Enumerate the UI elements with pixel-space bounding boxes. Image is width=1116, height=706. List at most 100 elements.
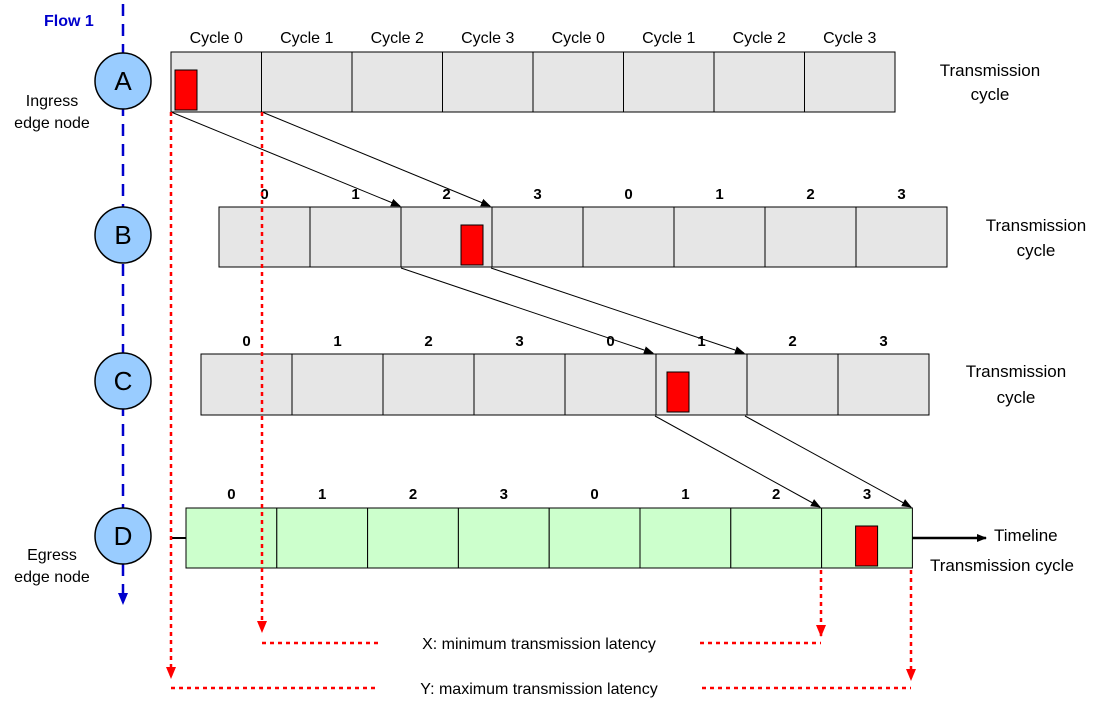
cycle-cell: [532, 51, 624, 113]
cycle-label: Cycle 3: [823, 30, 876, 47]
cycle-label: 3: [515, 333, 523, 350]
latency-min-label: X: minimum transmission latency: [422, 636, 656, 653]
row-a: Cycle 0 Cycle 1 Cycle 2 Cycle 3 Cycle 0 Cycle…: [170, 30, 1040, 113]
cycle-cell: [804, 51, 896, 113]
cycle-label: 3: [533, 186, 541, 203]
row-right-label: Transmission: [986, 216, 1086, 235]
cycle-label: 2: [788, 333, 796, 350]
cycle-cell: [473, 353, 566, 416]
cycle-label: 1: [681, 486, 689, 503]
cycle-cell: [457, 507, 550, 569]
cycle-label: 0: [606, 333, 614, 350]
node-a: A: [94, 52, 152, 110]
cycle-cell: [200, 353, 293, 416]
row-right-label: cycle: [971, 85, 1010, 104]
arrow-c-to-d-start: [654, 415, 821, 508]
cycle-label: Cycle 1: [280, 30, 333, 47]
latency-max-label: Y: maximum transmission latency: [420, 681, 657, 698]
cycle-label: Cycle 2: [371, 30, 424, 47]
node-letter: C: [114, 366, 133, 396]
cycle-cell: [291, 353, 384, 416]
cycle-label: Cycle 1: [642, 30, 695, 47]
packet: [855, 525, 879, 567]
latency-min-path: [257, 112, 826, 645]
cycle-label: 2: [424, 333, 432, 350]
cycle-label: 1: [318, 486, 326, 503]
egress-label-line1: Egress: [27, 547, 77, 564]
cycle-label: 3: [863, 486, 871, 503]
cycle-label: Cycle 3: [461, 30, 514, 47]
cycle-cell: [491, 206, 584, 268]
cycle-label: 0: [260, 186, 268, 203]
packet: [666, 371, 690, 413]
cycle-label: Cycle 0: [552, 30, 605, 47]
row-right-label: Transmission: [966, 362, 1066, 381]
row-right-label: Timeline: [994, 526, 1058, 545]
cycle-cell: [548, 507, 641, 569]
cycle-cell: [623, 51, 715, 113]
forwarding-arrows: [170, 111, 912, 508]
cycle-label: 0: [590, 486, 598, 503]
arrow-b-to-c-start: [400, 267, 654, 354]
cycle-label: 2: [409, 486, 417, 503]
node-circle: [94, 206, 152, 264]
cycle-cell: [309, 206, 402, 268]
cycle-label: 1: [333, 333, 341, 350]
cycle-cell: [730, 507, 823, 569]
cycle-cell: [382, 353, 475, 416]
cycle-label: Cycle 0: [190, 30, 243, 47]
packet: [174, 69, 198, 111]
cycle-label: 0: [242, 333, 250, 350]
cycle-label: 2: [806, 186, 814, 203]
cycle-cell: [564, 353, 657, 416]
ingress-label-line1: Ingress: [26, 93, 78, 110]
node-d: D: [94, 507, 152, 565]
cycle-cell: [351, 51, 443, 113]
cycle-label: 0: [227, 486, 235, 503]
latency-max-path: [166, 112, 916, 690]
cycle-cell: [837, 353, 930, 416]
cycle-cell: [367, 507, 459, 569]
egress-label-line2: edge node: [14, 569, 90, 586]
cycle-label: Cycle 2: [733, 30, 786, 47]
cycle-cell: [764, 206, 857, 268]
row-right-label: cycle: [1017, 241, 1056, 260]
cycle-cell: [673, 206, 766, 268]
cycle-label: 2: [772, 486, 780, 503]
cycle-label: 1: [351, 186, 359, 203]
cycle-cell: [261, 51, 353, 113]
row-right-label: Transmission cycle: [930, 556, 1074, 575]
row-right-label: Transmission: [940, 61, 1040, 80]
node-letter: A: [114, 66, 132, 96]
cycle-cell: [442, 51, 534, 113]
cycle-cell: [639, 507, 732, 569]
node-letter: D: [114, 521, 133, 551]
arrow-b-to-c-end: [490, 267, 745, 354]
cycle-cell: [855, 206, 948, 268]
cycle-cell: [713, 51, 805, 113]
node-circle: [94, 352, 152, 410]
node-circle: [94, 52, 152, 110]
cycle-label: 1: [715, 186, 723, 203]
cycle-label: 3: [500, 486, 508, 503]
cycle-cell: [746, 353, 839, 416]
cycle-label: 0: [624, 186, 632, 203]
cycle-label: 1: [697, 333, 705, 350]
row-right-label: cycle: [997, 388, 1036, 407]
cycle-cell: [218, 206, 311, 268]
node-letter: B: [114, 220, 131, 250]
cycle-label: 2: [442, 186, 450, 203]
ingress-label-line2: edge node: [14, 115, 90, 132]
flow-label: Flow 1: [44, 13, 94, 30]
node-b: B: [94, 206, 152, 264]
cycle-label: 3: [879, 333, 887, 350]
cycle-cell: [276, 507, 369, 569]
arrow-a-to-b-end: [261, 111, 491, 207]
node-circle: [94, 507, 152, 565]
arrow-a-to-b-start: [170, 111, 401, 207]
cycle-cell: [582, 206, 675, 268]
